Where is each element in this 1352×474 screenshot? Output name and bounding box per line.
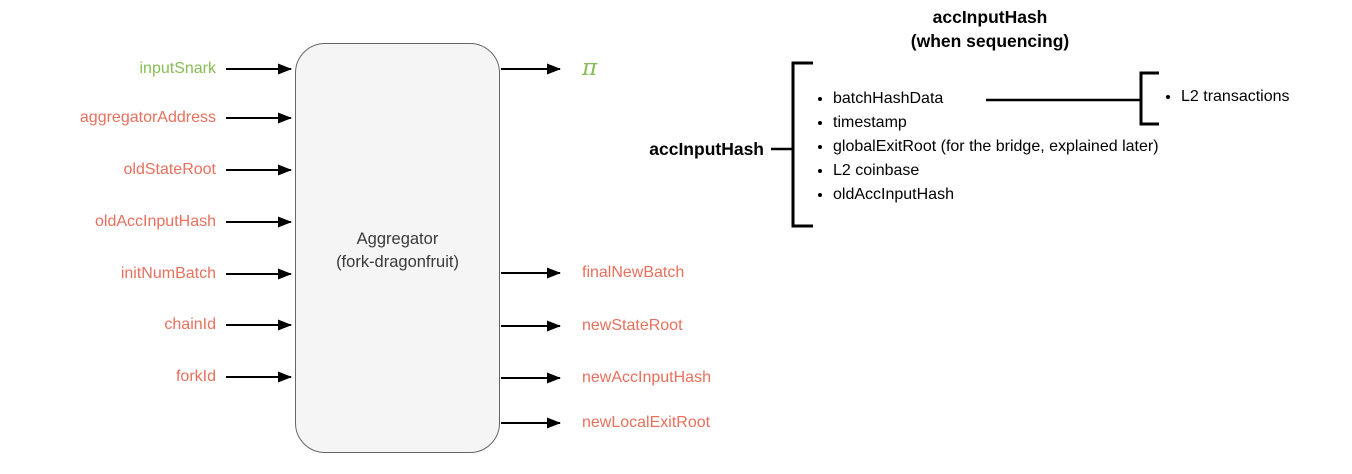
list-item-globalExitRoot: globalExitRoot (for the bridge, explaine… [833,135,1159,159]
output-label-pi: π [582,55,598,81]
aggregator-node-title-line2: (fork-dragonfruit) [336,253,459,271]
output-label-finalNewBatch: finalNewBatch [582,264,685,281]
list-item-l2-transactions: L2 transactions [1181,85,1290,109]
input-label-forkId: forkId [175,368,216,385]
output-label-newAccInputHash: newAccInputHash [582,369,711,386]
list-item-oldAccInputHash: oldAccInputHash [833,183,1159,207]
annotation-title-line2: (when sequencing) [910,31,1070,51]
input-label-oldStateRoot: oldStateRoot [123,161,216,178]
annotation-title-line1: accInputHash [932,7,1048,27]
l2-transactions-list: L2 transactions [1149,85,1290,109]
accinputhash-item-list: batchHashData timestamp globalExitRoot (… [801,87,1159,207]
input-label-aggregatorAddress: aggregatorAddress [79,109,216,126]
input-label-oldAccInputHash: oldAccInputHash [95,213,216,230]
accinputhash-bracket-label: accInputHash [649,139,764,159]
input-label-inputSnark: inputSnark [139,60,217,77]
list-item-timestamp: timestamp [833,111,1159,135]
list-item-l2-coinbase: L2 coinbase [833,159,1159,183]
list-item-batchHashData: batchHashData [833,87,1159,111]
aggregator-node: Aggregator (fork-dragonfruit) [295,43,500,453]
aggregator-node-title-line1: Aggregator [356,230,439,248]
accinputhash-bracket [791,61,813,228]
output-label-newLocalExitRoot: newLocalExitRoot [582,414,711,431]
l2-transactions-bracket [1139,71,1159,126]
input-label-initNumBatch: initNumBatch [120,265,216,282]
output-label-newStateRoot: newStateRoot [582,317,683,334]
input-label-chainId: chainId [164,316,216,333]
annotation-title: accInputHash (when sequencing) [830,5,1150,53]
